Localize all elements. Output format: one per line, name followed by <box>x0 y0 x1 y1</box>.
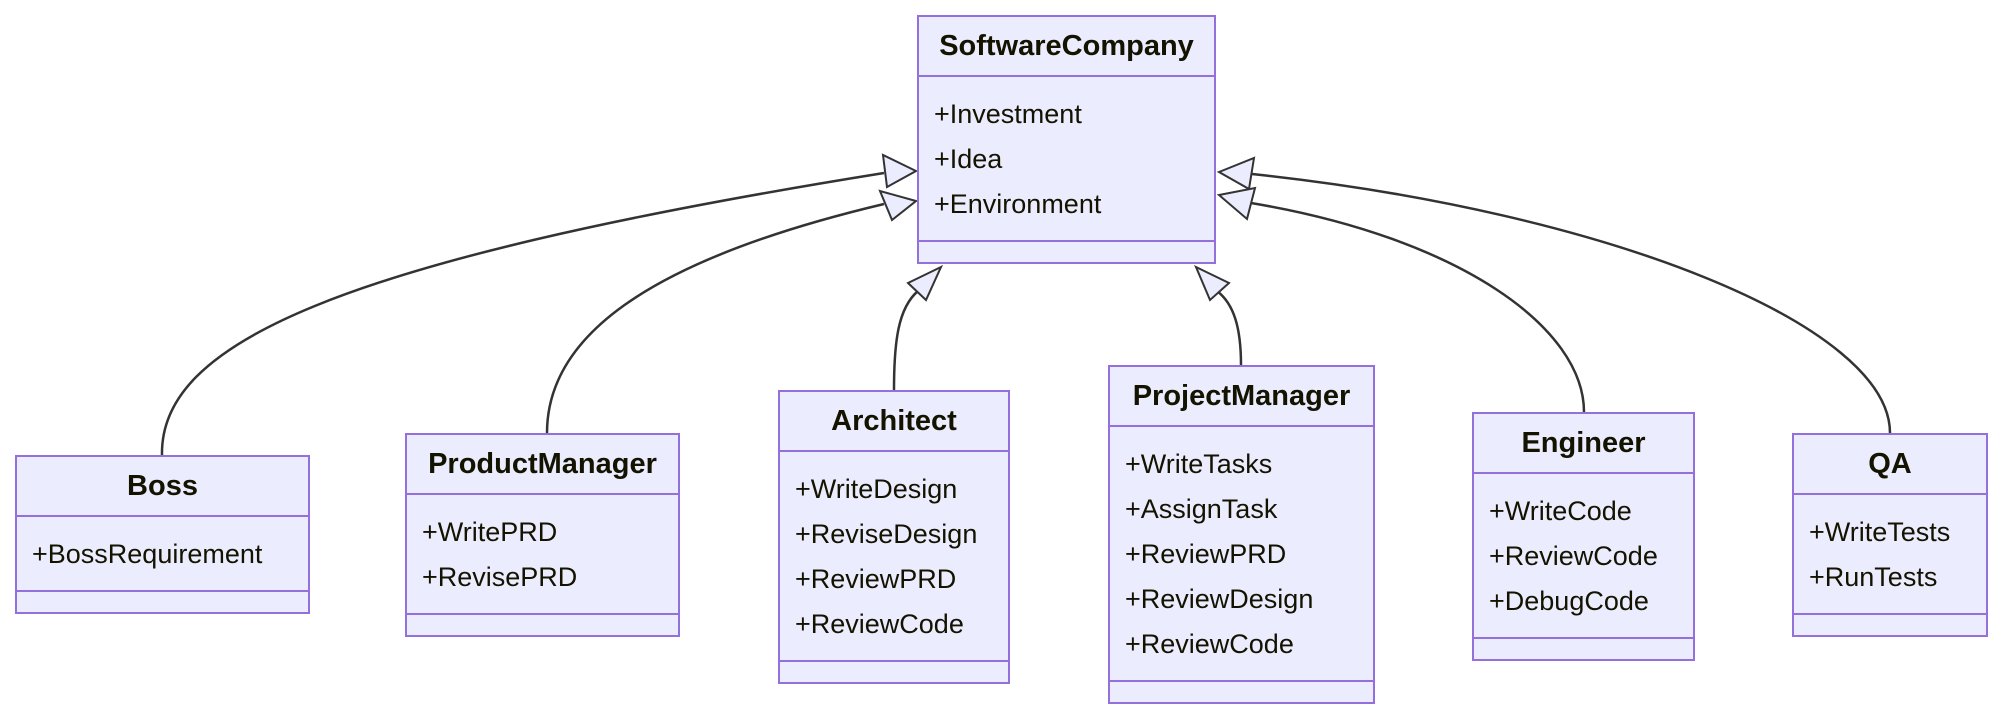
class-member: +WritePRD <box>422 517 558 547</box>
class-member: +WriteTasks <box>1125 449 1273 479</box>
class-title-project-manager: ProjectManager <box>1110 367 1373 427</box>
class-box-software-company: SoftwareCompany +Investment +Idea +Envir… <box>917 15 1216 264</box>
class-member: +RunTests <box>1809 562 1938 592</box>
inheritance-edge-architect <box>892 290 919 391</box>
class-title-software-company: SoftwareCompany <box>919 17 1214 77</box>
class-box-qa: QA +WriteTests +RunTests <box>1792 433 1988 637</box>
class-member: +AssignTask <box>1125 494 1278 524</box>
class-member: +ReviewPRD <box>795 564 957 594</box>
inheritance-edge-project-manager <box>1216 290 1243 366</box>
class-methods-empty <box>919 242 1214 262</box>
class-box-product-manager: ProductManager +WritePRD +RevisePRD <box>405 433 680 637</box>
class-methods-empty <box>407 615 678 635</box>
class-members-qa: +WriteTests +RunTests <box>1794 495 1986 615</box>
inheritance-arrowhead-project-manager <box>1194 264 1231 302</box>
class-member: +WriteCode <box>1489 496 1632 526</box>
class-member: +ReviewDesign <box>1125 584 1314 614</box>
class-member: +ReviewPRD <box>1125 539 1287 569</box>
class-title-boss: Boss <box>17 457 308 517</box>
class-members-product-manager: +WritePRD +RevisePRD <box>407 495 678 615</box>
class-members-boss: +BossRequirement <box>17 517 308 592</box>
class-box-boss: Boss +BossRequirement <box>15 455 310 614</box>
class-member: +BossRequirement <box>32 539 263 569</box>
class-title-product-manager: ProductManager <box>407 435 678 495</box>
class-member: +RevisePRD <box>422 562 578 592</box>
class-methods-empty <box>1794 615 1986 635</box>
inheritance-arrowhead-boss <box>881 153 919 189</box>
class-member: +ReviseDesign <box>795 519 978 549</box>
class-title-qa: QA <box>1794 435 1986 495</box>
class-member: +ReviewCode <box>1489 541 1658 571</box>
inheritance-edge-product-manager <box>545 202 885 434</box>
class-members-project-manager: +WriteTasks +AssignTask +ReviewPRD +Revi… <box>1110 427 1373 682</box>
class-methods-empty <box>1110 682 1373 702</box>
class-title-architect: Architect <box>780 392 1008 452</box>
class-member: +Idea <box>934 144 1003 174</box>
class-member: +Investment <box>934 99 1082 129</box>
inheritance-edge-boss <box>160 171 885 456</box>
class-member: +Environment <box>934 189 1102 219</box>
inheritance-edge-engineer <box>1250 201 1586 413</box>
class-methods-empty <box>780 662 1008 682</box>
class-member: +DebugCode <box>1489 586 1649 616</box>
class-box-project-manager: ProjectManager +WriteTasks +AssignTask +… <box>1108 365 1375 704</box>
inheritance-arrowhead-qa <box>1216 156 1256 191</box>
class-members-engineer: +WriteCode +ReviewCode +DebugCode <box>1474 474 1693 639</box>
class-methods-empty <box>17 592 308 612</box>
class-box-architect: Architect +WriteDesign +ReviseDesign +Re… <box>778 390 1010 684</box>
inheritance-arrowhead-architect <box>906 264 944 302</box>
inheritance-arrowhead-engineer <box>1216 186 1257 221</box>
class-members-software-company: +Investment +Idea +Environment <box>919 77 1214 242</box>
class-member: +ReviewCode <box>1125 629 1294 659</box>
class-member: +WriteTests <box>1809 517 1951 547</box>
class-box-engineer: Engineer +WriteCode +ReviewCode +DebugCo… <box>1472 412 1695 661</box>
class-members-architect: +WriteDesign +ReviseDesign +ReviewPRD +R… <box>780 452 1008 662</box>
class-member: +WriteDesign <box>795 474 958 504</box>
class-methods-empty <box>1474 639 1693 659</box>
inheritance-edge-qa <box>1251 172 1892 434</box>
class-title-engineer: Engineer <box>1474 414 1693 474</box>
inheritance-arrowhead-product-manager <box>878 189 919 222</box>
class-member: +ReviewCode <box>795 609 964 639</box>
